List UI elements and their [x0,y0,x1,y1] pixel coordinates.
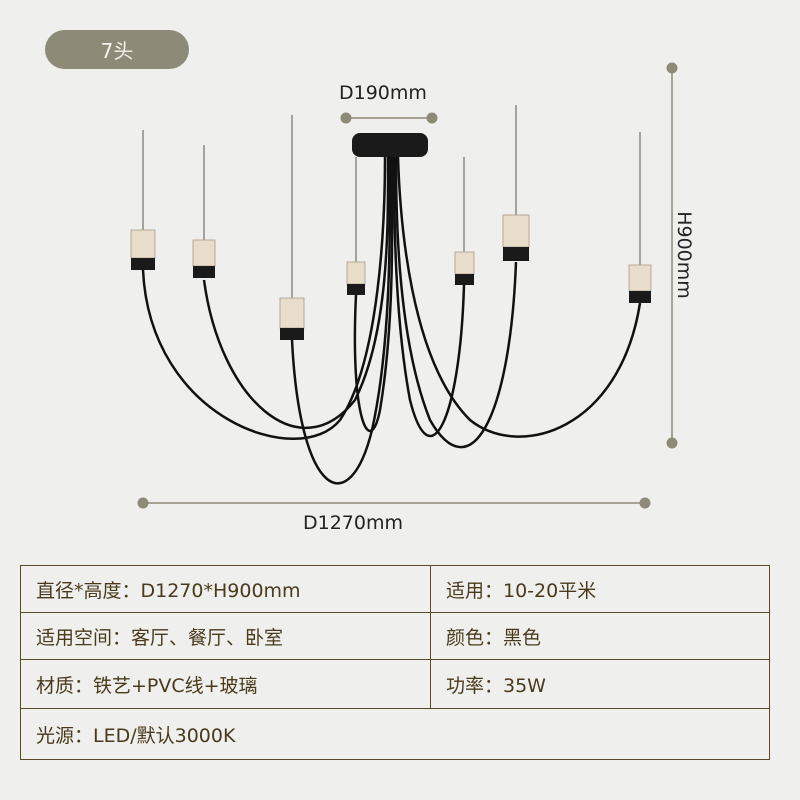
lamp-1 [130,130,156,270]
lamp-4 [346,157,366,295]
table-row: 适用空间：客厅、餐厅、卧室 颜色：黑色 [20,612,770,660]
chandelier-illustration [130,62,678,509]
spec-table: 直径*高度：D1270*H900mm 适用：10-20平米 适用空间：客厅、餐厅… [20,565,770,760]
overall-diameter-label: D1270mm [303,512,404,534]
table-row: 材质：铁艺+PVC线+玻璃 功率：35W [20,659,770,709]
canopy [352,133,428,157]
dimension-lines [137,62,678,509]
spec-color: 颜色：黑色 [430,612,770,660]
height-label: H900mm [672,211,695,299]
spec-size: 直径*高度：D1270*H900mm [20,565,431,613]
spec-area: 适用：10-20平米 [430,565,770,613]
table-row: 光源：LED/默认3000K [20,708,770,760]
canopy-diameter-label: D190mm [339,82,427,104]
spec-power: 功率：35W [430,659,770,709]
spec-material: 材质：铁艺+PVC线+玻璃 [20,659,431,709]
lamp-5 [454,157,475,285]
spec-space: 适用空间：客厅、餐厅、卧室 [20,612,431,660]
lamp-2 [192,145,216,278]
pendant-lamps [130,105,652,340]
lamp-3 [279,115,305,340]
head-count-badge: 7头 [45,30,189,69]
lamp-6 [502,105,530,261]
lamp-7 [628,132,652,303]
table-row: 直径*高度：D1270*H900mm 适用：10-20平米 [20,565,770,613]
arms [141,156,642,485]
spec-light-source: 光源：LED/默认3000K [20,708,770,760]
